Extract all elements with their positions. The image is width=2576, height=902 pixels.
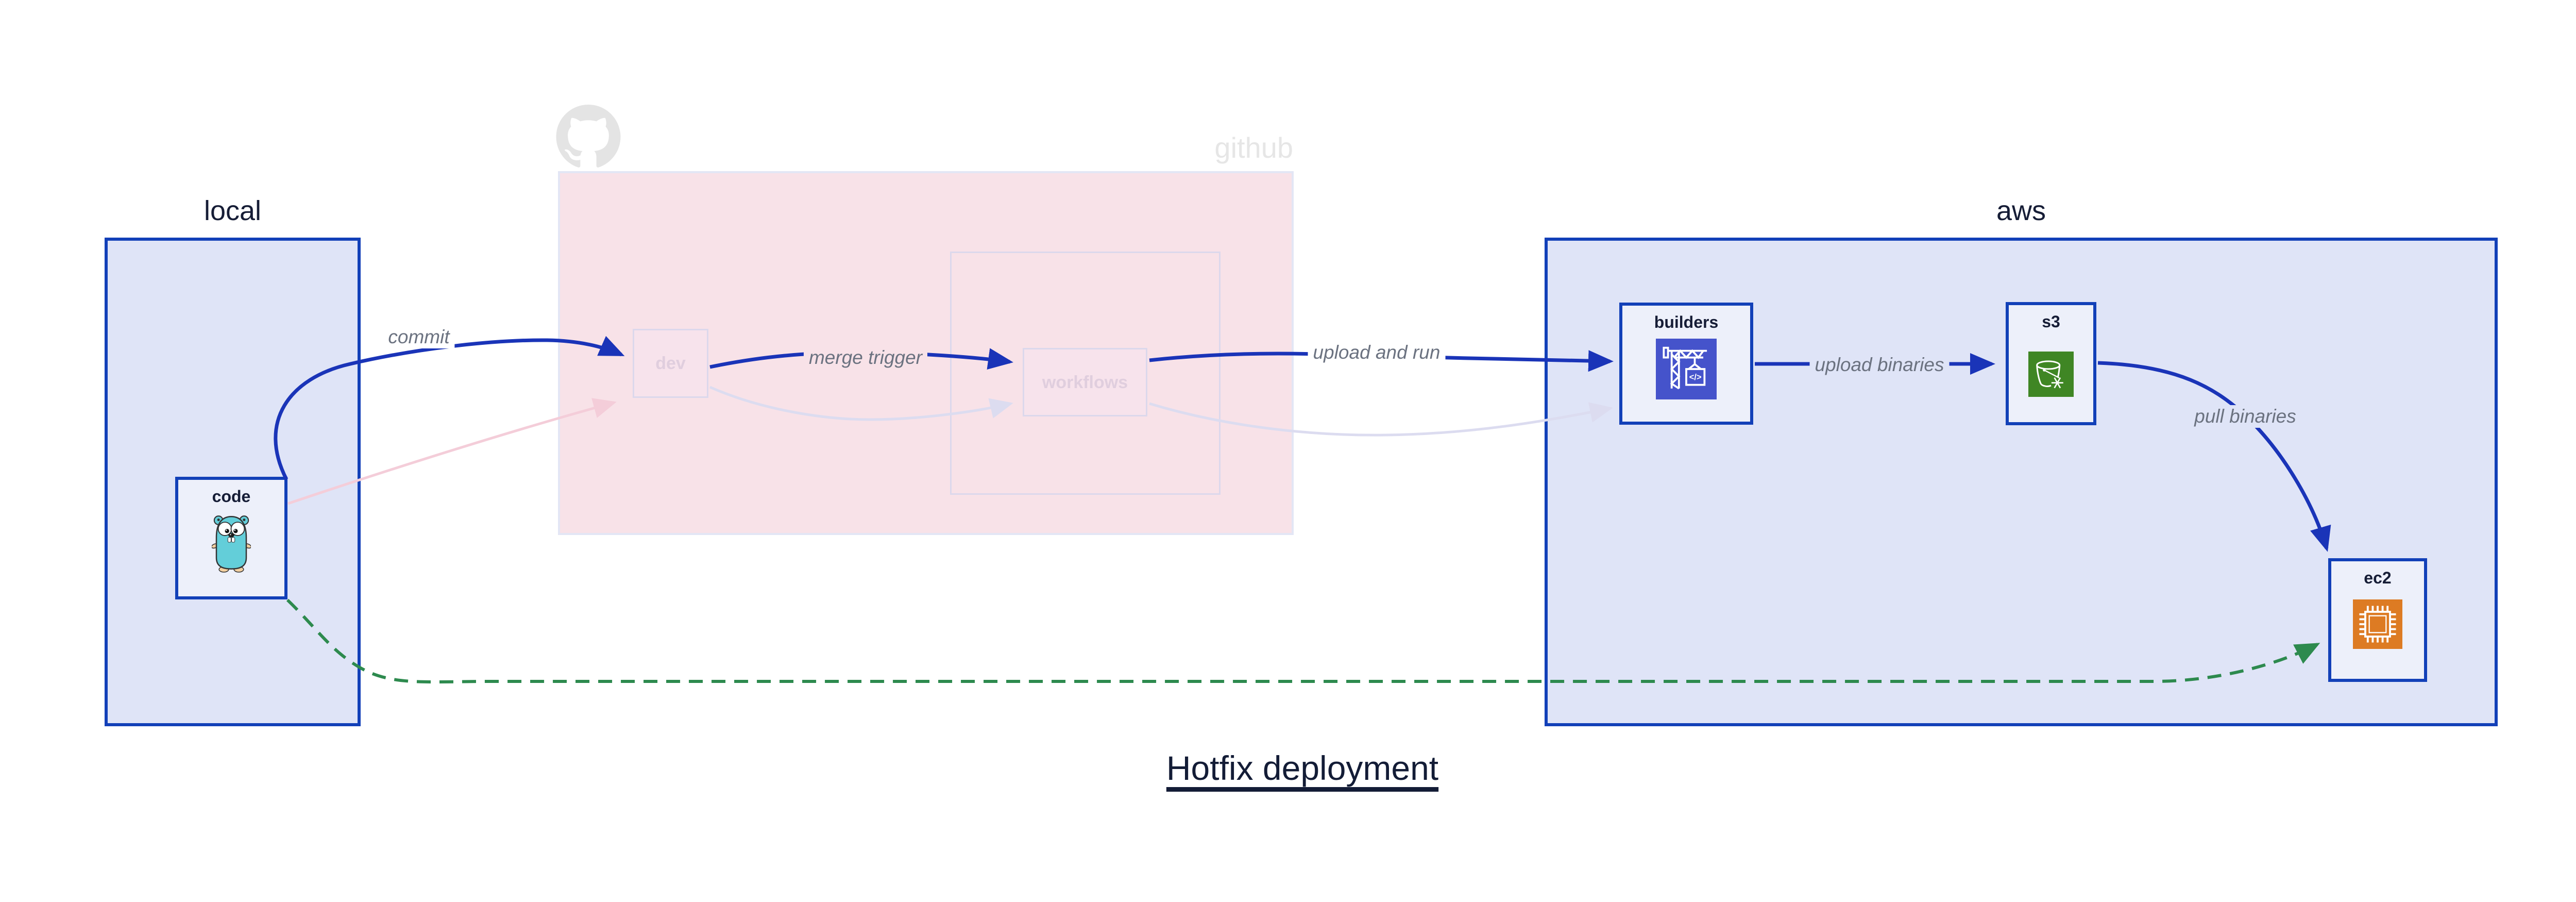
node-builders: builders </> (1619, 303, 1753, 425)
node-workflows-label: workflows (1042, 372, 1128, 392)
node-s3-label: s3 (2042, 312, 2060, 331)
node-ec2-label: ec2 (2364, 569, 2392, 587)
github-logo-icon (556, 105, 621, 168)
edge-label-upload-and-run: upload and run (1308, 341, 1446, 364)
svg-text:</>: </> (1689, 373, 1702, 382)
edge-label-upload-binaries: upload binaries (1809, 354, 1950, 376)
node-dev-label: dev (655, 354, 686, 373)
container-label-github: github (1214, 131, 1293, 164)
diagram-title: Hotfix deployment (1166, 749, 1439, 787)
codebuild-crane-icon: </> (1656, 339, 1717, 399)
container-label-local: local (204, 195, 262, 226)
node-workflows: workflows (1023, 348, 1147, 416)
node-ec2: ec2 (2328, 558, 2427, 682)
edge-label-commit: commit (383, 326, 455, 348)
edge-label-pull-binaries: pull binaries (2189, 405, 2301, 428)
go-gopher-icon (212, 515, 251, 573)
container-master (950, 252, 1221, 495)
container-label-aws: aws (1996, 195, 2046, 226)
node-s3: s3 (2006, 302, 2096, 425)
node-code: code (175, 477, 287, 599)
edge-label-merge-trigger: merge trigger (803, 346, 928, 369)
node-code-label: code (212, 487, 251, 506)
node-dev: dev (633, 329, 708, 398)
node-builders-label: builders (1654, 313, 1719, 331)
s3-glacier-bucket-icon (2028, 352, 2074, 397)
ec2-chip-icon (2353, 599, 2402, 649)
